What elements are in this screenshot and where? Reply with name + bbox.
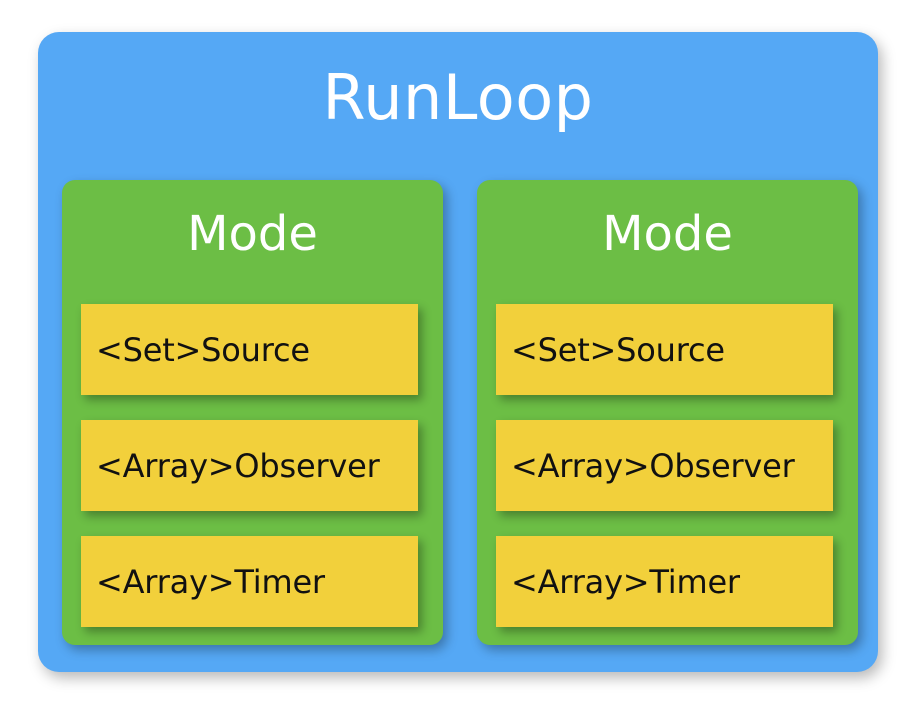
item-label-timer-right: <Array>Timer: [511, 562, 740, 601]
mode-title-left: Mode: [187, 206, 318, 262]
mode-item-list-right: <Set>Source <Array>Observer <Array>Timer: [496, 304, 833, 627]
runloop-title: RunLoop: [322, 61, 594, 134]
item-box-observer-left: <Array>Observer: [81, 420, 418, 511]
item-label-timer-left: <Array>Timer: [96, 562, 325, 601]
runloop-container: RunLoop Mode <Set>Source <Array>Observer…: [38, 32, 878, 672]
mode-columns: Mode <Set>Source <Array>Observer <Array>…: [62, 180, 858, 645]
item-label-source-left: <Set>Source: [96, 330, 310, 369]
mode-card-right: Mode <Set>Source <Array>Observer <Array>…: [477, 180, 858, 645]
mode-title-right: Mode: [602, 206, 733, 262]
item-label-observer-right: <Array>Observer: [511, 446, 795, 485]
item-box-source-right: <Set>Source: [496, 304, 833, 395]
item-label-source-right: <Set>Source: [511, 330, 725, 369]
item-box-source-left: <Set>Source: [81, 304, 418, 395]
item-label-observer-left: <Array>Observer: [96, 446, 380, 485]
mode-item-list-left: <Set>Source <Array>Observer <Array>Timer: [81, 304, 418, 627]
item-box-timer-right: <Array>Timer: [496, 536, 833, 627]
item-box-timer-left: <Array>Timer: [81, 536, 418, 627]
mode-card-left: Mode <Set>Source <Array>Observer <Array>…: [62, 180, 443, 645]
item-box-observer-right: <Array>Observer: [496, 420, 833, 511]
